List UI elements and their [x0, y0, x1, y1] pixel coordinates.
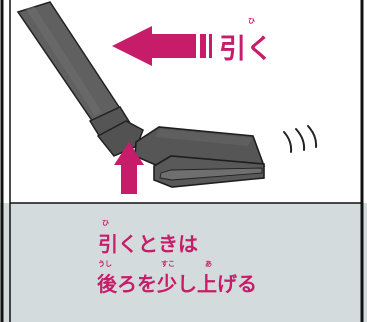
floor-area [0, 203, 367, 322]
vacuum-cleaner [16, 1, 266, 188]
vacuum-head-top [155, 129, 252, 146]
up-arrow-icon [114, 142, 144, 194]
vacuum-brush-front [159, 167, 263, 181]
pull-label-ruby: ひ [248, 17, 255, 25]
vacuum-pipe-highlight [26, 6, 102, 116]
motion-line-1 [283, 131, 293, 153]
pull-arrow-bar-2 [209, 34, 212, 58]
motion-lines-icon [283, 125, 318, 153]
motion-line-3 [307, 125, 318, 148]
instruction-line-2-ruby-3: あ [205, 260, 212, 268]
motion-line-2 [295, 128, 306, 151]
instruction-line-1-ruby: ひ [102, 219, 109, 227]
pull-label: 引く [219, 34, 273, 65]
pull-arrow-shape [112, 26, 196, 66]
instruction-line-1: 引くときは [98, 232, 198, 256]
pull-arrow-bar-1 [200, 34, 206, 58]
left-arrow-icon [112, 26, 212, 66]
instruction-line-2-ruby-2: すこ [161, 260, 175, 268]
instruction-line-2: 後ろを少し上げる [97, 272, 257, 296]
lift-arrow-shape [114, 142, 144, 194]
instruction-line-2-ruby-1: うし [98, 260, 112, 268]
